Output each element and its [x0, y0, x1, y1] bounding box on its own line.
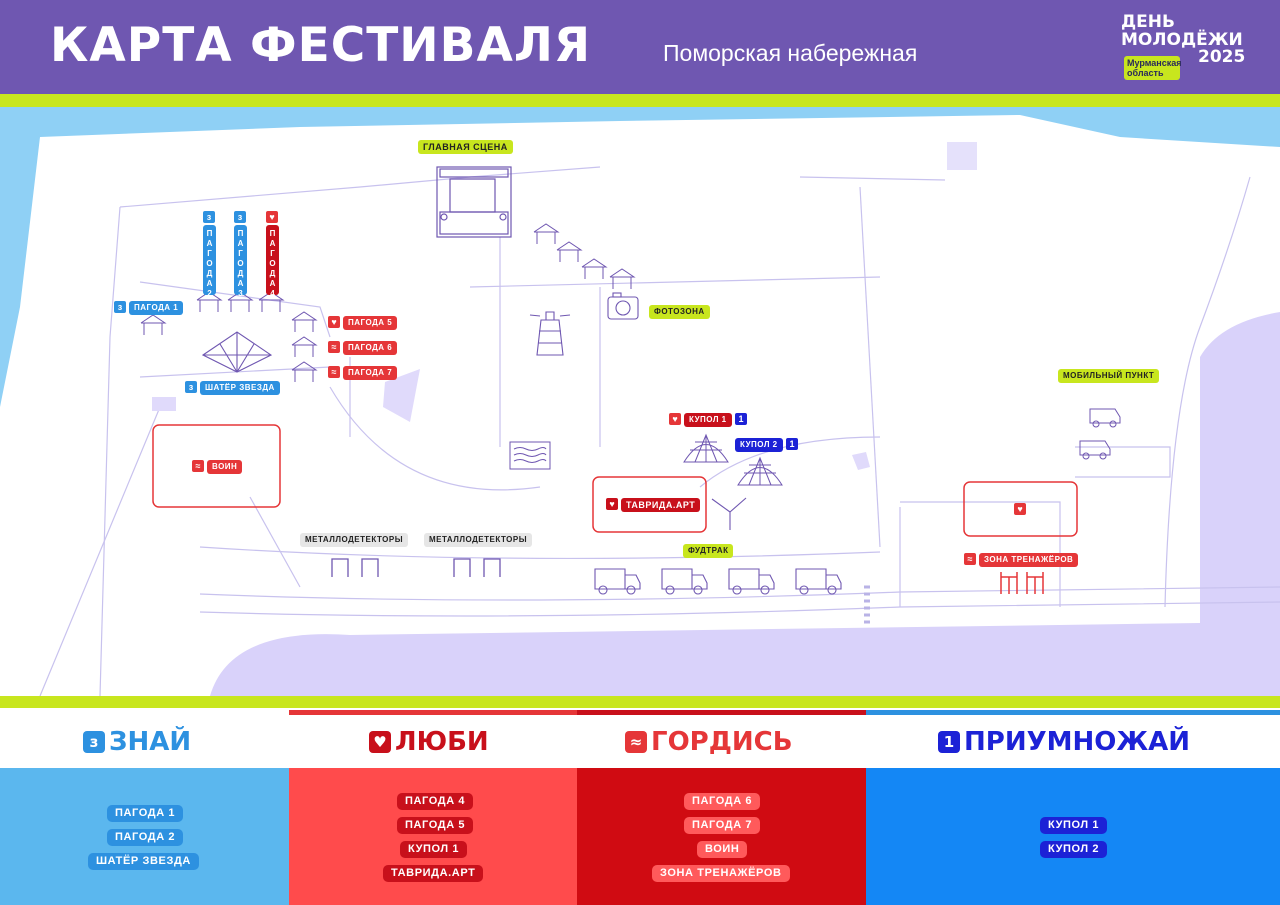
main-stage-label: ГЛАВНАЯ СЦЕНА	[418, 140, 513, 154]
tent-star-label: ШАТЁР ЗВЕЗДА	[200, 381, 280, 395]
metal-detectors-label-1: МЕТАЛЛОДЕТЕКТОРЫ	[300, 533, 409, 547]
legend-item: ПАГОДА 4	[397, 793, 474, 810]
trainer-icon	[1000, 572, 1044, 594]
tavrida-zone	[592, 476, 707, 533]
heart-icon: ♥	[1014, 503, 1026, 515]
legend-stripe	[289, 710, 577, 715]
znai-icon: з	[234, 211, 246, 223]
pagoda5-label: ПАГОДА 5	[343, 316, 398, 330]
tent-icon	[140, 223, 636, 382]
rabbit-icon: ≈	[192, 460, 204, 472]
legend-column-lyubi	[289, 768, 577, 905]
warrior-label: ВОИН	[207, 460, 243, 474]
header-divider	[0, 94, 1280, 107]
rabbit-icon: ≈	[625, 731, 647, 753]
camera-icon	[607, 292, 639, 320]
legend-item: КУПОЛ 1	[400, 841, 468, 858]
rabbit-icon: ≈	[964, 553, 976, 565]
bay-area	[1200, 312, 1280, 667]
heart-icon: ♥	[369, 731, 391, 753]
star-tent-icon	[201, 331, 273, 373]
logo-year: 2025	[1198, 47, 1246, 67]
logo-line2: МОЛОДЁЖИ	[1121, 30, 1243, 50]
one-icon: 1	[735, 413, 747, 425]
legend-brand-lyubi: ♥ЛЮБИ	[369, 727, 489, 757]
legend-stripe	[866, 710, 1280, 715]
building	[947, 142, 977, 170]
logo-line1: ДЕНЬ	[1121, 12, 1175, 32]
dome-icon	[683, 433, 783, 486]
rabbit-icon: ≈	[328, 366, 340, 378]
logo-region: Мурманская область	[1124, 56, 1182, 80]
heart-icon: ♥	[669, 413, 681, 425]
land-area	[0, 115, 1280, 696]
festival-map: ГЛАВНАЯ СЦЕНА ФОТОЗОНА МОБИЛЬНЫЙ ПУНКТ Ф…	[0, 107, 1280, 697]
wave-icon	[509, 441, 551, 470]
pagoda7-label: ПАГОДА 7	[343, 366, 398, 380]
znai-icon: з	[203, 211, 215, 223]
page-subtitle: Поморская набережная	[663, 40, 918, 66]
header	[0, 0, 1280, 94]
trainers-label: ЗОНА ТРЕНАЖЁРОВ	[979, 553, 1079, 567]
dome1-label: КУПОЛ 1	[684, 413, 732, 427]
heart-icon: ♥	[266, 211, 278, 223]
metal-detector-icon	[331, 558, 501, 577]
page-title: КАРТА ФЕСТИВАЛЯ	[50, 18, 592, 73]
lighthouse-icon	[529, 311, 571, 356]
tavrida-label: ТАВРИДА.АРТ	[621, 498, 701, 512]
rabbit-icon: ≈	[328, 341, 340, 353]
foodtruck-label: ФУДТРАК	[683, 544, 734, 558]
one-icon: 1	[938, 731, 960, 753]
turbine-icon	[711, 497, 747, 530]
legend-brand-gordis: ≈ГОРДИСЬ	[625, 727, 793, 757]
znai-icon: з	[185, 381, 197, 393]
legend-item: ТАВРИДА.АРТ	[383, 865, 484, 882]
legend-stripe	[0, 710, 289, 715]
pagoda6-label: ПАГОДА 6	[343, 341, 398, 355]
building	[383, 369, 420, 422]
pagoda1-label: ПАГОДА 1	[129, 301, 184, 315]
paths	[39, 166, 1280, 697]
map-canvas	[0, 107, 1280, 697]
mobile-point-label: МОБИЛЬНЫЙ ПУНКТ	[1058, 369, 1160, 383]
festival-logo: ДЕНЬ МОЛОДЁЖИ 2025 Мурманская область	[1121, 14, 1251, 82]
building	[852, 452, 870, 470]
metal-detectors-label-2: МЕТАЛЛОДЕТЕКТОРЫ	[424, 533, 533, 547]
legend-divider	[0, 696, 1280, 708]
legend-item: ЗОНА ТРЕНАЖЁРОВ	[652, 865, 790, 882]
legend-item: ВОИН	[697, 841, 748, 858]
legend-item: ШАТЁР ЗВЕЗДА	[88, 853, 199, 870]
crosswalk	[864, 585, 870, 624]
legend-item: ПАГОДА 7	[684, 817, 761, 834]
znai-icon: з	[83, 731, 105, 753]
building	[152, 397, 176, 411]
truck-icon	[594, 568, 842, 595]
legend-column-gordis	[577, 768, 866, 905]
heart-zone	[963, 481, 1078, 537]
legend-item: ПАГОДА 5	[397, 817, 474, 834]
road-area	[210, 623, 1280, 696]
legend-column-priumnozhai	[866, 768, 1280, 905]
znai-icon: з	[114, 301, 126, 313]
legend-item: ПАГОДА 1	[107, 805, 184, 822]
heart-icon: ♥	[606, 498, 618, 510]
dome2-label: КУПОЛ 2	[735, 438, 783, 452]
legend-item: ПАГОДА 2	[107, 829, 184, 846]
legend-stripe	[577, 710, 866, 715]
legend-item: КУПОЛ 2	[1040, 841, 1108, 858]
ambulance-icon	[1079, 408, 1121, 460]
heart-icon: ♥	[328, 316, 340, 328]
one-icon: 1	[786, 438, 798, 450]
photozone-label: ФОТОЗОНА	[649, 305, 710, 319]
legend-item: ПАГОДА 6	[684, 793, 761, 810]
warrior-zone	[152, 424, 281, 508]
stage-icon	[436, 166, 512, 238]
legend-item: КУПОЛ 1	[1040, 817, 1108, 834]
